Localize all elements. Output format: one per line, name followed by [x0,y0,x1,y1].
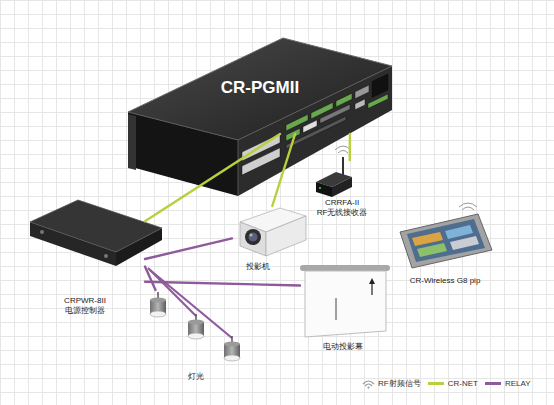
projector-node: 投影机 [232,206,308,278]
host-device [128,114,136,170]
device-label: 电动投影幕 [323,342,363,352]
spotlight [150,311,166,317]
rf-receiver [332,177,352,197]
legend-swatch [485,382,501,385]
cable-line [145,238,232,259]
host-device [128,38,392,140]
wifi-icon [362,379,375,389]
spotlight [188,320,204,325]
projection-screen [305,271,386,337]
host-controller: CR-PGMII [125,34,395,134]
power-controller [40,230,44,234]
device-label: 灯光 [188,372,204,382]
relay-wire [150,270,232,338]
device-label: CR-Wireless G8 pip [410,276,481,286]
power-controller-node: CRPWR-8II 电源控制器 [25,196,145,322]
projector [240,208,306,256]
wifi-icon [363,381,374,386]
cable-line [349,134,352,160]
device-label: CRRFA-II RF无线接收器 [310,198,374,217]
cable-line [145,282,300,286]
legend-text: RELAY [505,379,531,388]
projector [245,229,261,245]
touch-panel [445,225,473,239]
host-device [128,38,392,112]
rf-receiver [319,187,321,189]
touch-panel [400,214,492,268]
projection-screen [336,298,337,320]
spotlight [224,355,240,361]
device-ports [242,148,280,175]
touch-panel [417,243,447,257]
device-ports [320,104,350,123]
lights-node: 灯光 [145,290,250,388]
cable-line [272,134,295,206]
touch-panel [407,219,485,262]
device-ports [372,74,388,98]
spotlight [150,298,166,303]
legend: RF射频信号 CR-NET RELAY [362,378,538,389]
device-label: CR-PGMII [221,78,299,98]
wifi-icon [367,386,369,388]
rf-receiver-node: CRRFA-II RF无线接收器 [308,160,380,226]
touch-panel [459,203,477,210]
power-controller [104,254,108,258]
projector [240,222,266,256]
touch-panel-node: CR-Wireless G8 pip [396,204,500,290]
device-label: CRPWR-8II 电源控制器 [53,296,117,315]
device-ports [368,94,388,109]
rf-receiver [316,146,352,197]
device-ports [286,116,346,149]
legend-text: CR-NET [448,379,478,388]
projection-screen [300,265,390,271]
spotlight [188,333,204,339]
projector [249,233,258,242]
rf-receiver [316,182,332,197]
screen-node: 电动投影幕 [300,262,390,356]
touch-panel [400,203,492,268]
host-device [128,66,392,140]
device-ports [355,85,369,99]
spotlight [150,292,240,361]
touch-panel [412,232,443,246]
power-controller [30,200,162,266]
host-device [128,38,392,196]
host-device [238,140,239,196]
relay-wire [148,268,232,338]
device-ports [355,99,365,110]
projector [266,216,306,256]
legend-text: RF射频信号 [378,378,421,389]
spotlight [224,342,240,347]
touch-panel [450,236,479,250]
projector [250,234,253,237]
cable-line [145,134,280,221]
legend-swatch [428,382,444,385]
projection-screen [300,265,390,337]
power-controller [30,200,162,252]
rf-receiver [335,146,351,153]
projection-screen [369,278,375,284]
device-label: 投影机 [246,262,270,272]
cable-line [145,267,156,290]
